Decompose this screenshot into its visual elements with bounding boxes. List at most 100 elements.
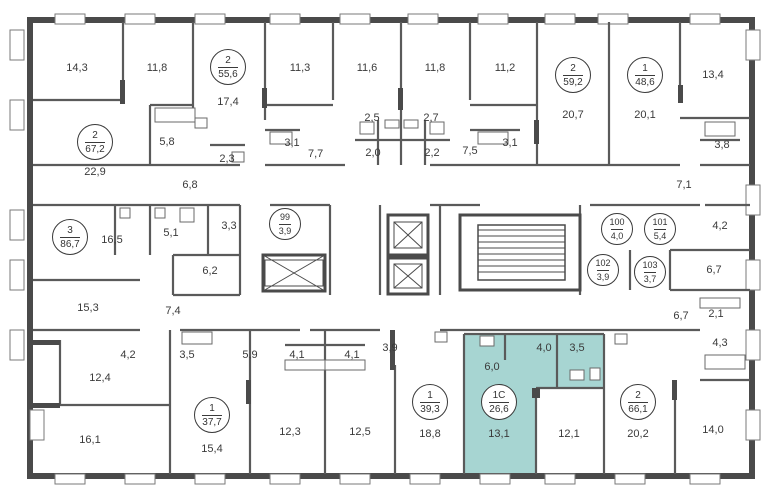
apartment-total-area: 26,6 — [489, 401, 509, 415]
interior-walls — [33, 22, 750, 474]
room-area-label: 14,3 — [66, 62, 88, 74]
apartment-rooms: 1 — [427, 389, 433, 401]
room-area-label: 3,1 — [502, 137, 518, 149]
room-area-label: 16,5 — [101, 234, 123, 246]
room-area-label: 2,2 — [424, 147, 440, 159]
room-area-label: 3,9 — [382, 342, 398, 354]
apartment-rooms: 101 — [652, 216, 668, 227]
room-area-label: 15,4 — [201, 443, 223, 455]
apartment-badge[interactable]: 1 48,6 — [627, 57, 663, 93]
apartment-total-area: 3,9 — [596, 269, 610, 282]
room-area-label: 12,5 — [349, 426, 371, 438]
apartment-total-area: 67,2 — [85, 141, 105, 155]
room-area-label: 12,3 — [279, 426, 301, 438]
room-area-label: 3,5 — [179, 349, 195, 361]
building-core — [261, 213, 582, 296]
room-area-label: 11,2 — [494, 62, 516, 74]
room-area-label: 20,2 — [627, 428, 649, 440]
plumbing-fixtures — [119, 107, 746, 381]
apartment-total-area: 86,7 — [60, 236, 80, 250]
room-area-label: 20,7 — [562, 109, 584, 121]
room-area-label: 11,8 — [424, 62, 446, 74]
outer-walls — [27, 17, 755, 479]
room-area-label: 6,7 — [673, 310, 689, 322]
room-area-label: 13,1 — [488, 428, 510, 440]
room-area-label: 4,0 — [536, 342, 552, 354]
room-area-label: 7,5 — [462, 145, 478, 157]
apartment-badge[interactable]: 103 3,7 — [634, 256, 666, 288]
apartment-rooms: 2 — [570, 62, 576, 74]
room-area-label: 3,8 — [714, 139, 730, 151]
wall-stubs — [30, 80, 683, 408]
room-area-label: 2,1 — [708, 308, 724, 320]
room-area-label: 5,9 — [242, 349, 258, 361]
room-area-label: 3,1 — [284, 137, 300, 149]
windows — [9, 13, 761, 485]
room-area-label: 3,5 — [569, 342, 585, 354]
room-area-label: 18,8 — [419, 428, 441, 440]
room-area-label: 6,0 — [484, 361, 500, 373]
room-area-label: 11,6 — [356, 62, 378, 74]
apartment-badge[interactable]: 1 39,3 — [412, 384, 448, 420]
apartment-badge[interactable]: 99 3,9 — [269, 208, 301, 240]
apartment-rooms: 103 — [642, 259, 658, 270]
room-area-label: 6,8 — [182, 179, 198, 191]
room-area-label: 22,9 — [84, 166, 106, 178]
apartment-badge[interactable]: 2 59,2 — [555, 57, 591, 93]
room-area-label: 6,7 — [706, 264, 722, 276]
apartment-total-area: 37,7 — [202, 414, 222, 428]
apartment-badge[interactable]: 102 3,9 — [587, 254, 619, 286]
apartment-rooms: 100 — [609, 216, 625, 227]
apartment-rooms: 1 — [642, 62, 648, 74]
room-area-label: 7,4 — [165, 305, 181, 317]
room-area-label: 3,3 — [221, 220, 237, 232]
apartment-total-area: 39,3 — [420, 401, 440, 415]
room-area-label: 4,1 — [344, 349, 360, 361]
room-area-label: 11,8 — [146, 62, 168, 74]
room-area-label: 7,1 — [676, 179, 692, 191]
room-area-label: 13,4 — [702, 69, 724, 81]
room-area-label: 7,7 — [308, 148, 324, 160]
highlighted-apartment-fill — [464, 334, 604, 474]
room-area-label: 17,4 — [217, 96, 239, 108]
apartment-total-area: 66,1 — [628, 401, 648, 415]
room-area-label: 5,1 — [163, 227, 179, 239]
apartment-total-area: 4,0 — [610, 228, 624, 241]
room-area-label: 16,1 — [79, 434, 101, 446]
room-area-label: 4,1 — [289, 349, 305, 361]
apartment-badge[interactable]: 100 4,0 — [601, 213, 633, 245]
apartment-total-area: 59,2 — [563, 74, 583, 88]
apartment-badge-selected[interactable]: 1С 26,6 — [481, 384, 517, 420]
apartment-rooms: 99 — [279, 211, 290, 222]
apartment-rooms: 1 — [209, 402, 215, 414]
room-area-label: 12,1 — [558, 428, 580, 440]
room-area-label: 12,4 — [89, 372, 111, 384]
apartment-rooms: 102 — [595, 257, 611, 268]
apartment-rooms: 2 — [635, 389, 641, 401]
room-area-label: 14,0 — [702, 424, 724, 436]
apartment-badge[interactable]: 2 66,1 — [620, 384, 656, 420]
apartment-total-area: 3,9 — [278, 223, 292, 236]
apartment-total-area: 48,6 — [635, 74, 655, 88]
apartment-badge[interactable]: 2 55,6 — [210, 49, 246, 85]
apartment-rooms: 2 — [92, 129, 98, 141]
apartment-badge[interactable]: 101 5,4 — [644, 213, 676, 245]
apartment-badge[interactable]: 3 86,7 — [52, 219, 88, 255]
room-area-label: 2,5 — [364, 112, 380, 124]
room-area-label: 4,3 — [712, 337, 728, 349]
apartment-rooms: 2 — [225, 54, 231, 66]
apartment-badge[interactable]: 1 37,7 — [194, 397, 230, 433]
apartment-badge[interactable]: 2 67,2 — [77, 124, 113, 160]
room-area-label: 2,7 — [423, 112, 439, 124]
room-area-label: 11,3 — [289, 62, 311, 74]
room-area-label: 2,3 — [219, 153, 235, 165]
room-area-label: 20,1 — [634, 109, 656, 121]
apartment-total-area: 5,4 — [653, 228, 667, 241]
room-area-label: 15,3 — [77, 302, 99, 314]
room-area-label: 4,2 — [120, 349, 136, 361]
apartment-total-area: 3,7 — [643, 271, 657, 284]
apartment-total-area: 55,6 — [218, 66, 238, 80]
room-area-label: 6,2 — [202, 265, 218, 277]
apartment-rooms: 3 — [67, 224, 73, 236]
